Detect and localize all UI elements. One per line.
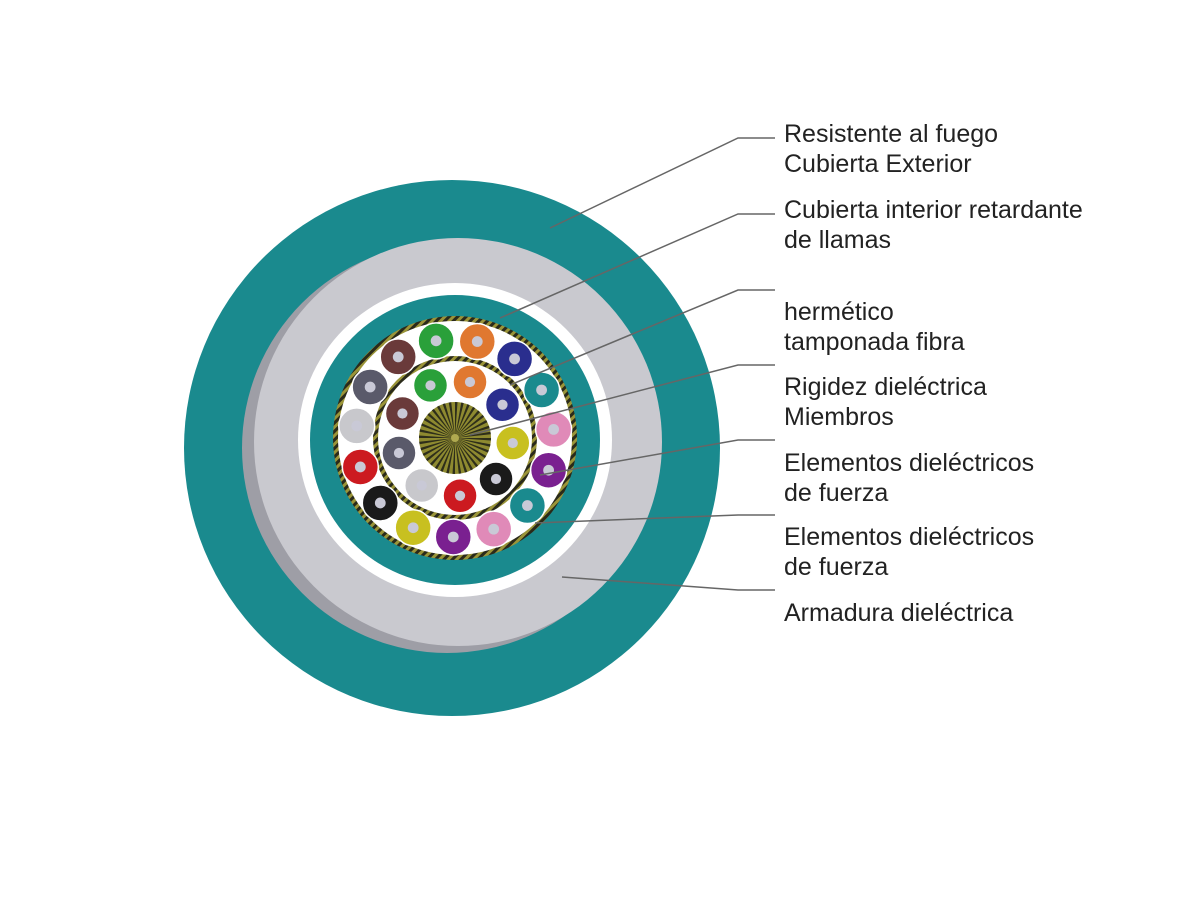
outer-fiber-13: [351, 368, 389, 406]
outer-fiber-12: [337, 407, 376, 445]
inner-fiber-9: [384, 395, 421, 432]
inner-fiber-7: [403, 467, 440, 504]
inner-fiber-6: [442, 478, 478, 514]
leader-line-outer-jacket: [549, 137, 775, 229]
label-dielectric-armor: Armadura dieléctrica: [784, 599, 1014, 627]
outer-fiber-ring: [337, 322, 573, 556]
inner-fiber-4: [495, 425, 531, 461]
outer-fiber-15: [417, 322, 455, 360]
inner-fiber-5: [478, 461, 514, 497]
leader-line-tight-buffer: [509, 289, 775, 386]
inner-fiber-8: [381, 435, 417, 471]
outer-fiber-8: [434, 518, 473, 556]
outer-fiber-1: [458, 322, 497, 361]
outer-fiber-7: [474, 510, 513, 548]
leader-line-strength-1: [539, 439, 775, 476]
outer-fiber-5: [529, 451, 568, 489]
leader-line-armor: [561, 576, 775, 591]
inner-fiber-3: [484, 386, 521, 423]
outer-fiber-11: [341, 448, 380, 486]
inner-fiber-1: [412, 367, 449, 404]
leader-line-inner-jacket: [499, 213, 775, 319]
central-strength-member: [419, 402, 491, 474]
leader-line-strength-2: [534, 514, 775, 524]
outer-fiber-4: [534, 410, 573, 449]
inner-fiber-2: [452, 364, 488, 400]
outer-fiber-2: [495, 340, 534, 378]
outer-fiber-10: [361, 484, 400, 522]
inner-fiber-ring: [381, 364, 531, 514]
outer-fiber-9: [394, 508, 432, 547]
leader-line-rigid-member: [469, 364, 775, 436]
outer-fiber-14: [379, 338, 417, 376]
outer-fiber-6: [508, 486, 547, 525]
